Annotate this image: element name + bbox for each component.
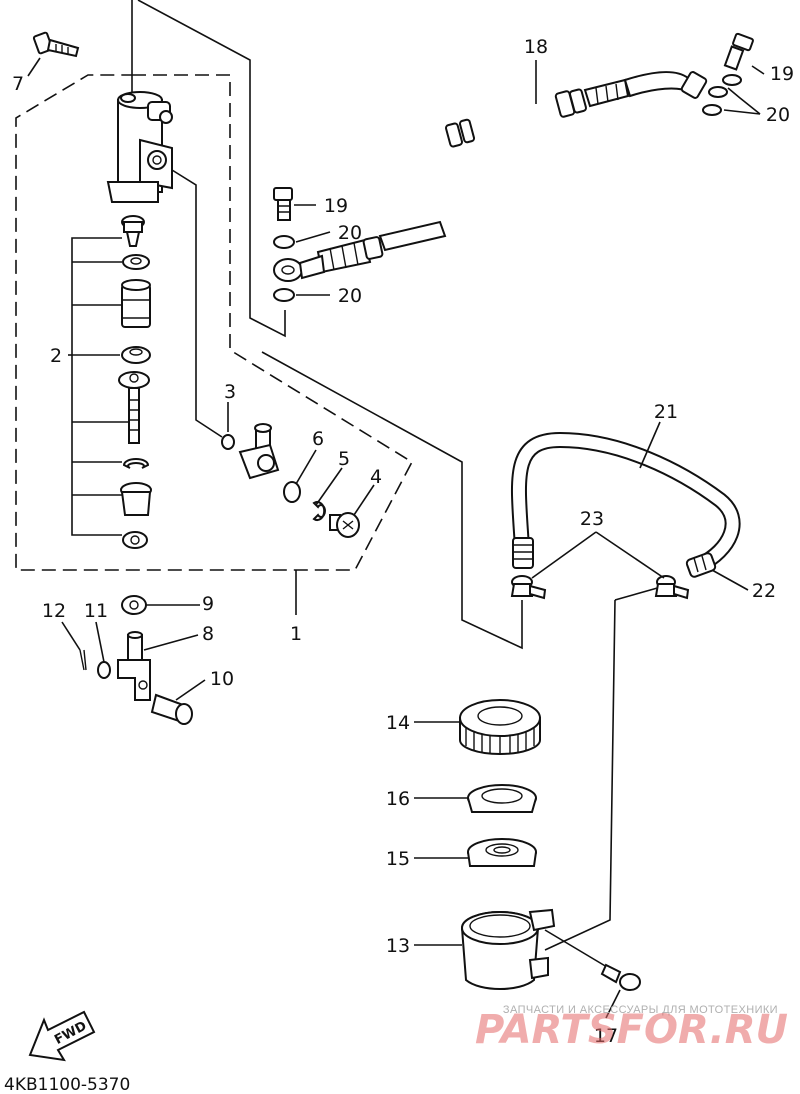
o-ring-3 bbox=[221, 434, 235, 450]
push-rod bbox=[118, 371, 150, 444]
callout-11: 11 bbox=[84, 600, 108, 622]
callout-17: 17 bbox=[594, 1025, 618, 1047]
watermark-caption: ЗАПЧАСТИ И АКСЕССУАРЫ ДЛЯ МОТОТЕХНИКИ bbox=[503, 1004, 778, 1016]
callout-10: 10 bbox=[210, 668, 234, 690]
item-2-bracket bbox=[71, 237, 128, 536]
nut-bottom bbox=[122, 531, 148, 549]
reservoir-cap-14 bbox=[459, 699, 541, 755]
callout-7: 7 bbox=[12, 73, 24, 95]
washer-stack-1 bbox=[122, 254, 150, 270]
callout-5: 5 bbox=[338, 448, 350, 470]
callout-23: 23 bbox=[580, 508, 604, 530]
reservoir-route-line bbox=[544, 599, 616, 951]
washer-11 bbox=[97, 661, 111, 679]
hose-18 bbox=[316, 71, 708, 274]
hose-route-line bbox=[137, 0, 286, 338]
callout-14: 14 bbox=[386, 712, 410, 734]
callout-16: 16 bbox=[386, 788, 410, 810]
callout-20-lower-left: 20 bbox=[338, 285, 362, 307]
callout-15: 15 bbox=[386, 848, 410, 870]
master-cylinder-body bbox=[106, 91, 173, 203]
spring-cup bbox=[121, 279, 151, 328]
callout-19-left: 19 bbox=[324, 195, 348, 217]
bolt-7 bbox=[32, 31, 80, 58]
hose-fitting bbox=[238, 423, 280, 480]
callout-21: 21 bbox=[654, 401, 678, 423]
callout-3: 3 bbox=[224, 381, 236, 403]
outlet-route-line bbox=[171, 169, 223, 438]
callout-9: 9 bbox=[202, 593, 214, 615]
pin-10 bbox=[150, 693, 193, 725]
banjo-fitting-18 bbox=[273, 254, 326, 282]
callout-20-upper-left: 20 bbox=[338, 222, 362, 244]
hose-21 bbox=[510, 431, 741, 578]
clamp-23-left bbox=[510, 575, 547, 600]
bolt-19-left bbox=[273, 187, 293, 221]
clamp-23-right bbox=[654, 575, 690, 600]
callout-12: 12 bbox=[42, 600, 66, 622]
callout-22: 22 bbox=[752, 580, 776, 602]
hose21-route-line bbox=[261, 351, 523, 650]
piston-seal bbox=[121, 346, 151, 364]
diaphragm-15 bbox=[467, 838, 537, 867]
screw-4 bbox=[329, 512, 360, 538]
master-cylinder-assembly-boundary bbox=[15, 74, 414, 615]
washer-20-upper-left bbox=[273, 235, 295, 249]
callout-8: 8 bbox=[202, 623, 214, 645]
valve-cap bbox=[121, 215, 145, 247]
bolt-19-right bbox=[723, 32, 754, 71]
bolt-17-leader bbox=[544, 929, 613, 971]
boot bbox=[120, 482, 152, 516]
callout-2: 2 bbox=[50, 345, 62, 367]
reservoir-13 bbox=[461, 908, 556, 990]
washer-6 bbox=[283, 481, 301, 503]
cotter-pin-12 bbox=[79, 649, 87, 671]
nut-9 bbox=[121, 595, 147, 615]
circlip-lower bbox=[122, 458, 150, 469]
document-code: 4KB1100-5370 bbox=[4, 1075, 130, 1094]
callout-6: 6 bbox=[312, 428, 324, 450]
callout-leaders bbox=[27, 57, 765, 1019]
fwd-arrow: FWD bbox=[28, 1010, 96, 1062]
watermark: ЗАПЧАСТИ И АКСЕССУАРЫ ДЛЯ МОТОТЕХНИКИ PA… bbox=[475, 1004, 788, 1053]
callout-19-right: 19 bbox=[770, 63, 794, 85]
callout-4: 4 bbox=[370, 466, 382, 488]
screw-17 bbox=[600, 963, 641, 991]
watermark-brand: PARTSFOR.RU bbox=[475, 1007, 788, 1053]
washer-20-lower-left bbox=[273, 288, 295, 302]
circlip-5 bbox=[312, 501, 326, 521]
clevis-8 bbox=[117, 631, 151, 701]
washers-20-right bbox=[702, 74, 742, 116]
callout-13: 13 bbox=[386, 935, 410, 957]
callout-18: 18 bbox=[524, 36, 548, 58]
diaphragm-plate-16 bbox=[467, 784, 537, 813]
callout-1: 1 bbox=[290, 623, 302, 645]
callout-labels: 1 2 3 4 5 6 7 8 9 10 11 12 13 14 15 16 1… bbox=[12, 36, 794, 1047]
callout-20-right: 20 bbox=[766, 104, 790, 126]
